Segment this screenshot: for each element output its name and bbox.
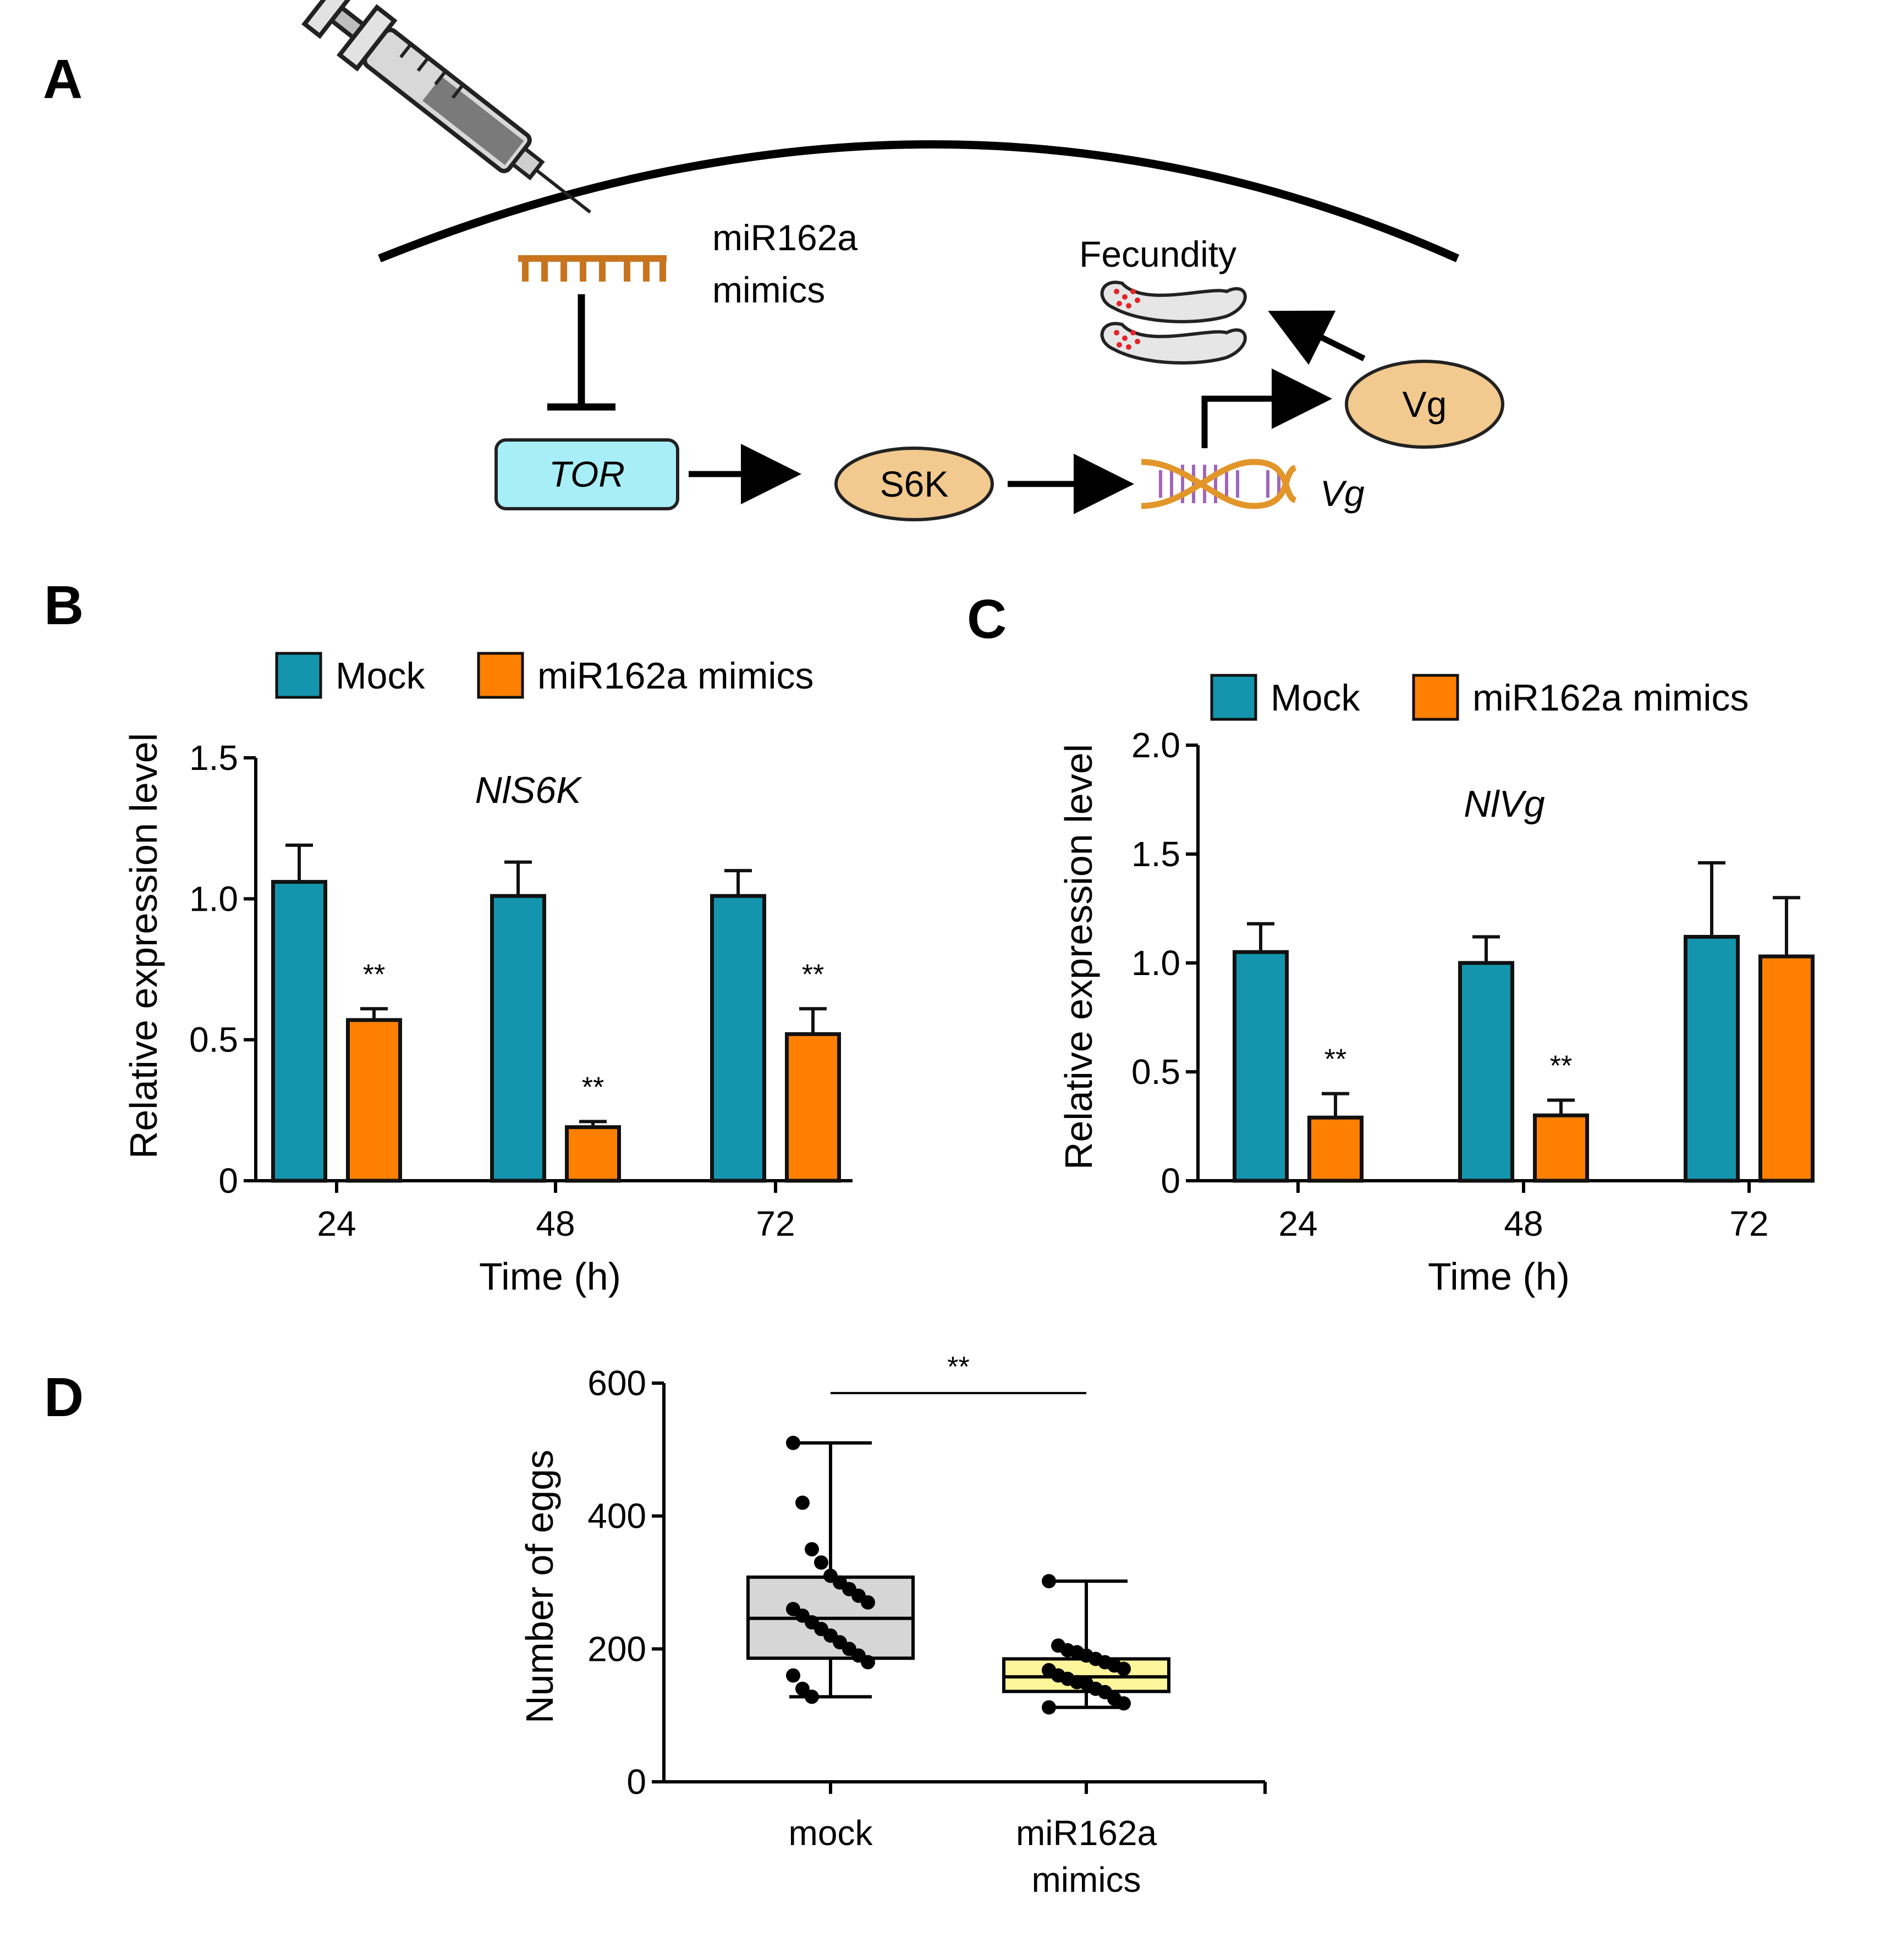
s6k-label: S6K (880, 464, 949, 504)
data-point-d (786, 1668, 800, 1683)
data-point-d (805, 1689, 819, 1704)
legend-label-mimics-c: miR162a mimics (1472, 677, 1749, 719)
data-point-d (861, 1655, 875, 1670)
significance-label-b: ** (802, 959, 824, 990)
fecundity-label: Fecundity (1079, 234, 1236, 274)
gene-title-b: NlS6K (475, 769, 582, 811)
legend-b: Mock miR162a mimics (275, 652, 814, 699)
significance-label-c: ** (1550, 1050, 1572, 1082)
data-point-d (814, 1555, 828, 1570)
panel-d: D Number of eggs 0 200 400 600 mock miR162a mi… (44, 1351, 1267, 1900)
plot-area-c: 0 0.5 1.0 1.5 2.0 24 ** 48 ** 72 (1131, 725, 1815, 1243)
bar-mimics-c (1307, 1115, 1364, 1183)
cell-membrane (378, 140, 1460, 262)
y-tick-label-c: 2.0 (1131, 725, 1180, 765)
x-tick-label-d: mimics (1031, 1860, 1141, 1900)
bar-mimics-c (1533, 1113, 1589, 1183)
x-tick-label-c: 72 (1729, 1204, 1768, 1243)
dna-icon (1141, 459, 1297, 509)
data-point-d (861, 1595, 875, 1610)
bar-mimics-b (346, 1018, 402, 1183)
y-tick-label-d: 600 (587, 1363, 646, 1403)
x-tick-label-c: 48 (1504, 1204, 1543, 1243)
mimics-label-line1: miR162a (712, 217, 857, 258)
gene-title-c: NlVg (1464, 783, 1545, 825)
data-point-d (795, 1681, 810, 1696)
x-tick-label-b: 72 (756, 1204, 795, 1243)
y-tick-label-c: 1.0 (1131, 943, 1180, 983)
x-axis-label-c: Time (h) (1428, 1255, 1570, 1298)
significance-label-b: ** (582, 1071, 604, 1103)
y-tick-label-d: 0 (626, 1762, 646, 1802)
data-point-d (805, 1542, 819, 1557)
vg-gene-label: Vg (1320, 473, 1365, 514)
bar-mock-b (490, 894, 546, 1183)
bar-mock-c (1233, 950, 1289, 1183)
vg-ellipse (1345, 360, 1504, 449)
ovary-icon (1100, 280, 1247, 365)
mimics-label-line2: mimics (712, 269, 825, 310)
legend-label-mock-c: Mock (1271, 677, 1360, 719)
x-tick-label-c: 24 (1278, 1204, 1317, 1243)
panel-b: B Mock miR162a mimics Relative expressio… (44, 575, 853, 1298)
x-tick-label-b: 24 (317, 1204, 356, 1243)
y-axis-label-d: Number of eggs (518, 1450, 561, 1724)
y-tick-label-b: 0 (218, 1161, 238, 1201)
y-tick-label-c: 0 (1161, 1161, 1180, 1201)
s6k-ellipse (834, 447, 994, 521)
legend-label-mock-b: Mock (336, 655, 425, 697)
vg-protein-label: Vg (1403, 384, 1447, 425)
plot-area-b: 0 0.5 1.0 1.5 24 ** 48 ** 72 ** (189, 738, 853, 1243)
legend-swatch-mimics-b (477, 652, 524, 699)
panel-c: C Mock miR162a mimics Relative expressio… (967, 588, 1815, 1298)
legend-swatch-mimics-c (1412, 674, 1459, 721)
data-point-d (1042, 1700, 1056, 1715)
panel-label-d: D (44, 1367, 84, 1428)
bar-mimics-b (565, 1125, 621, 1183)
data-point-d (1117, 1696, 1131, 1711)
bar-mock-b (710, 894, 766, 1183)
bar-mock-c (1684, 934, 1740, 1183)
x-tick-label-d: miR162a (1016, 1813, 1157, 1853)
significance-label-b: ** (363, 959, 385, 990)
bar-mock-c (1458, 961, 1514, 1183)
x-tick-label-b: 48 (536, 1204, 575, 1243)
syringe-icon (301, 0, 591, 214)
tor-label: TOR (549, 454, 625, 494)
legend-c: Mock miR162a mimics (1210, 674, 1749, 721)
plot-area-d: 0 200 400 600 mock miR162a mimics ** (587, 1351, 1267, 1900)
significance-label-c: ** (1324, 1044, 1346, 1076)
mirna-mimic-icon (518, 255, 667, 282)
y-tick-label-c: 1.5 (1131, 834, 1180, 874)
bar-mock-b (271, 880, 327, 1183)
y-tick-label-d: 200 (587, 1629, 646, 1669)
significance-label-d: ** (947, 1351, 969, 1383)
transcription-arrow (1201, 368, 1332, 448)
y-tick-label-c: 0.5 (1131, 1052, 1180, 1092)
panel-label-a: A (43, 48, 83, 110)
y-tick-label-b: 0.5 (189, 1020, 238, 1060)
data-point-d (1042, 1574, 1056, 1589)
x-tick-label-d: mock (789, 1813, 873, 1853)
arrow-vg-fecundity (1268, 310, 1366, 365)
panel-label-b: B (44, 575, 84, 636)
panel-a: A miR162a (43, 0, 1504, 521)
data-point-d (1117, 1661, 1131, 1676)
y-tick-label-b: 1.0 (189, 879, 238, 918)
panel-label-c: C (967, 588, 1007, 650)
tor-box (494, 438, 679, 510)
y-axis-label-b: Relative expression level (122, 733, 165, 1159)
y-tick-label-d: 400 (587, 1496, 646, 1536)
y-axis-label-c: Relative expression level (1057, 744, 1100, 1170)
bar-mimics-b (785, 1032, 841, 1183)
legend-swatch-mock-b (275, 652, 322, 699)
legend-label-mimics-b: miR162a mimics (537, 655, 814, 697)
legend-swatch-mock-c (1210, 674, 1257, 721)
x-axis-label-b: Time (h) (479, 1255, 621, 1298)
data-point-d (795, 1495, 810, 1510)
y-tick-label-b: 1.5 (189, 738, 238, 778)
data-point-d (786, 1435, 800, 1450)
bar-mimics-c (1758, 954, 1815, 1183)
